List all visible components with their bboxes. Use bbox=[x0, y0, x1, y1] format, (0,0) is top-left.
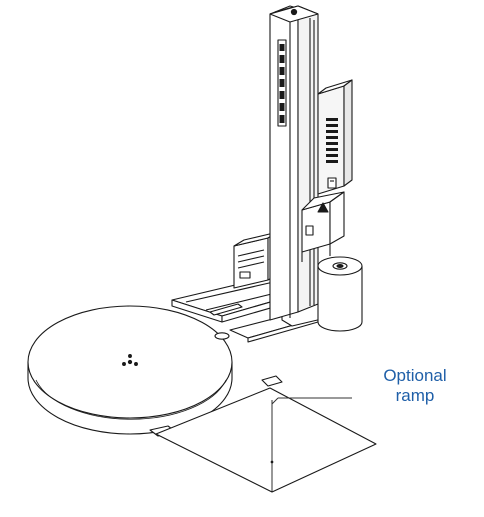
optional-ramp bbox=[155, 387, 377, 493]
warning-triangle-icon bbox=[317, 202, 329, 213]
callout-line-2: ramp bbox=[395, 386, 435, 405]
callout-leader bbox=[271, 397, 352, 405]
vent-grid bbox=[326, 118, 338, 163]
drive-label bbox=[239, 271, 251, 279]
power-switch-icon bbox=[327, 177, 337, 189]
film-roll bbox=[317, 256, 363, 332]
film-carriage bbox=[301, 191, 345, 262]
optional-ramp-callout: Optional ramp bbox=[360, 366, 470, 406]
ramp-bracket bbox=[261, 375, 283, 387]
turntable-center-mark bbox=[127, 359, 133, 365]
turntable-sensor bbox=[214, 332, 230, 340]
control-box bbox=[317, 79, 353, 195]
mast-cap-bolt bbox=[290, 8, 298, 16]
turntable bbox=[27, 305, 283, 437]
carriage-button bbox=[305, 225, 314, 236]
base-slot bbox=[209, 303, 243, 316]
mast-column bbox=[269, 5, 319, 321]
callout-line-1: Optional bbox=[383, 366, 447, 385]
